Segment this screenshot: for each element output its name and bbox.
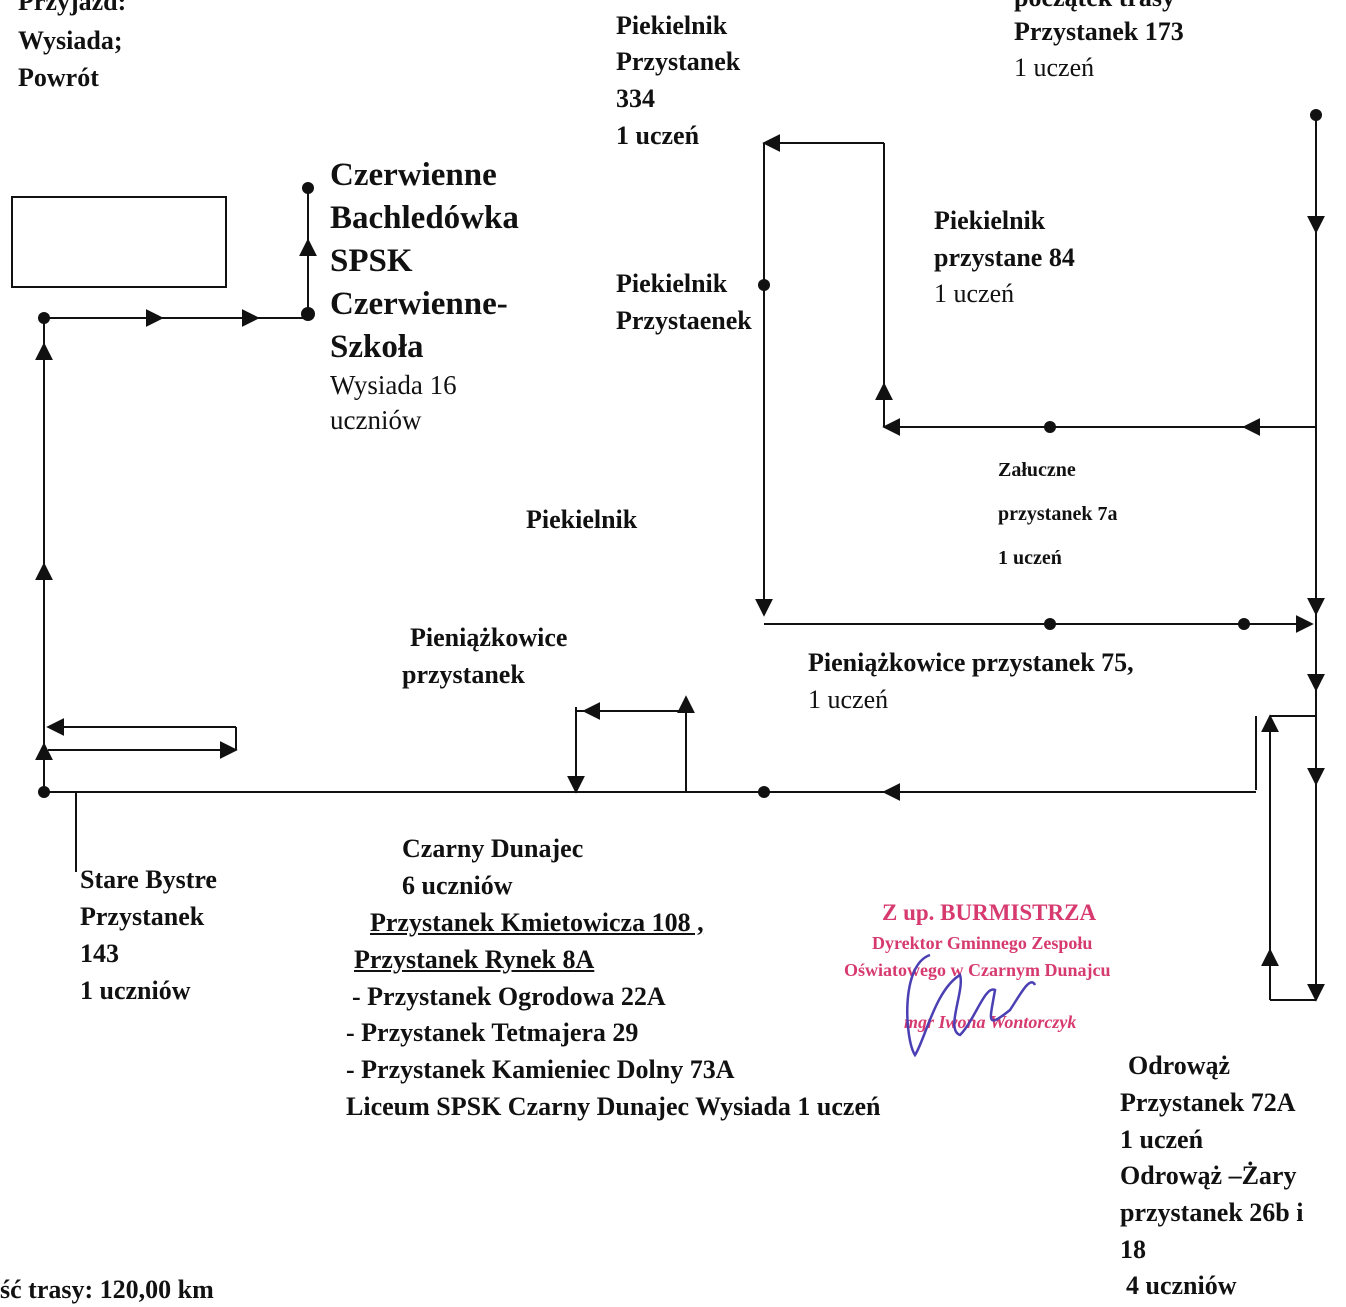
stop-label-pieniazkowice-75: Pieniążkowice przystanek 75, xyxy=(808,648,1134,677)
stop-label-czerwienne: SPSK xyxy=(330,243,413,279)
stop-count-odrowaz-zary: 4 uczniów xyxy=(1126,1271,1237,1300)
stop-dot-left-top xyxy=(38,312,50,324)
stop-dot-zaluczne xyxy=(1044,421,1056,433)
stop-list-item: - Przystanek Ogrodowa 22A xyxy=(352,982,666,1011)
stop-label-piekielnik-334: 334 xyxy=(616,84,655,113)
stop-label-pieniazkowice: przystanek xyxy=(402,660,525,689)
stop-count-czerwienne: Wysiada 16 xyxy=(330,370,457,400)
stop-list-item: Przystanek Rynek 8A xyxy=(354,945,595,974)
stop-count-stare-bystre: 1 uczniów xyxy=(80,976,191,1005)
stop-label-piekielnik-334: Przystanek xyxy=(616,47,741,76)
stop-count-piekielnik-84: 1 uczeń xyxy=(934,279,1015,308)
stamp-line: Dyrektor Gminnego Zespołu xyxy=(872,933,1093,953)
stop-label-czerwienne: Szkoła xyxy=(330,329,424,365)
stop-label-173: Przystanek 173 xyxy=(1014,17,1184,46)
stop-label-zaluczne: Załuczne xyxy=(998,459,1076,481)
stop-dot-czerwienne xyxy=(302,182,314,194)
stop-label-start: początek trasy xyxy=(1014,0,1175,15)
stop-label-czarny-dunajec: Czarny Dunajec xyxy=(402,834,584,863)
stop-label-czerwienne: Bachledówka xyxy=(330,200,519,236)
stop-count-odrowaz: 1 uczeń xyxy=(1120,1125,1204,1154)
stop-list-item: - Przystanek Tetmajera 29 xyxy=(346,1018,639,1047)
stop-list-item: Przystanek Kmietowicza 108 , xyxy=(370,908,704,937)
stop-label-piekielnik-84: przystane 84 xyxy=(934,243,1075,272)
stop-count-pieniazkowice-75: 1 uczeń xyxy=(808,685,889,714)
stop-dot-173 xyxy=(1310,109,1322,121)
stop-label-piekielnik-przystaenek: Piekielnik xyxy=(616,269,728,298)
stop-label-czerwienne: Czerwienne xyxy=(330,157,497,193)
stop-label-odrowaz: Odrowąż xyxy=(1128,1051,1231,1080)
header-przyjazd: Przyjazd: xyxy=(18,0,127,16)
stop-label-odrowaz-zary: Odrowąż –Żary xyxy=(1120,1161,1297,1190)
stop-label-piekielnik-334: Piekielnik xyxy=(616,11,728,40)
stop-label-czerwienne: Czerwienne- xyxy=(330,286,508,322)
header-powrot: Powrót xyxy=(18,63,99,92)
stop-list-item: - Przystanek Kamieniec Dolny 73A xyxy=(346,1055,735,1084)
stop-count-czerwienne: uczniów xyxy=(330,405,422,435)
stop-label-odrowaz-zary: 18 xyxy=(1120,1235,1146,1264)
stamp-name: mgr Iwona Wontorczyk xyxy=(904,1012,1077,1032)
header-wysiada: Wysiada; xyxy=(18,26,123,55)
stop-list-item: Liceum SPSK Czarny Dunajec Wysiada 1 ucz… xyxy=(346,1092,881,1121)
stop-label-piekielnik-84: Piekielnik xyxy=(934,206,1046,235)
stop-label-odrowaz-zary: przystanek 26b i xyxy=(1120,1198,1304,1227)
stop-count-173: 1 uczeń xyxy=(1014,53,1095,82)
stop-label-piekielnik: Piekielnik xyxy=(526,505,638,534)
route-length-label: ść trasy: 120,00 km xyxy=(0,1275,214,1304)
stop-dot-pieniazkowice-75 xyxy=(1044,618,1056,630)
stop-label-stare-bystre: Stare Bystre xyxy=(80,865,217,894)
stop-count-czarny-dunajec: 6 uczniów xyxy=(402,871,513,900)
stop-dot-czerwienne-szkola xyxy=(301,307,315,321)
stamp-title: Z up. BURMISTRZA xyxy=(882,900,1097,925)
empty-box xyxy=(11,196,227,288)
stop-label-piekielnik-334: 1 uczeń xyxy=(616,121,700,150)
stop-label-zaluczne: przystanek 7a xyxy=(998,503,1118,525)
stop-label-stare-bystre: 143 xyxy=(80,939,119,968)
stop-dot-stare-bystre xyxy=(38,786,50,798)
stamp-line: Oświatowego w Czarnym Dunajcu xyxy=(844,960,1111,980)
stop-label-odrowaz: Przystanek 72A xyxy=(1120,1088,1296,1117)
stop-label-stare-bystre: Przystanek xyxy=(80,902,205,931)
stop-dot-czarny-dunajec xyxy=(758,786,770,798)
stop-dot-piekielnik xyxy=(758,279,770,291)
stop-label-piekielnik-przystaenek: Przystaenek xyxy=(616,306,752,335)
stop-dot-odrowaz-link xyxy=(1238,618,1250,630)
stop-label-pieniazkowice: Pieniążkowice xyxy=(410,623,568,652)
stop-count-zaluczne: 1 uczeń xyxy=(998,547,1062,569)
